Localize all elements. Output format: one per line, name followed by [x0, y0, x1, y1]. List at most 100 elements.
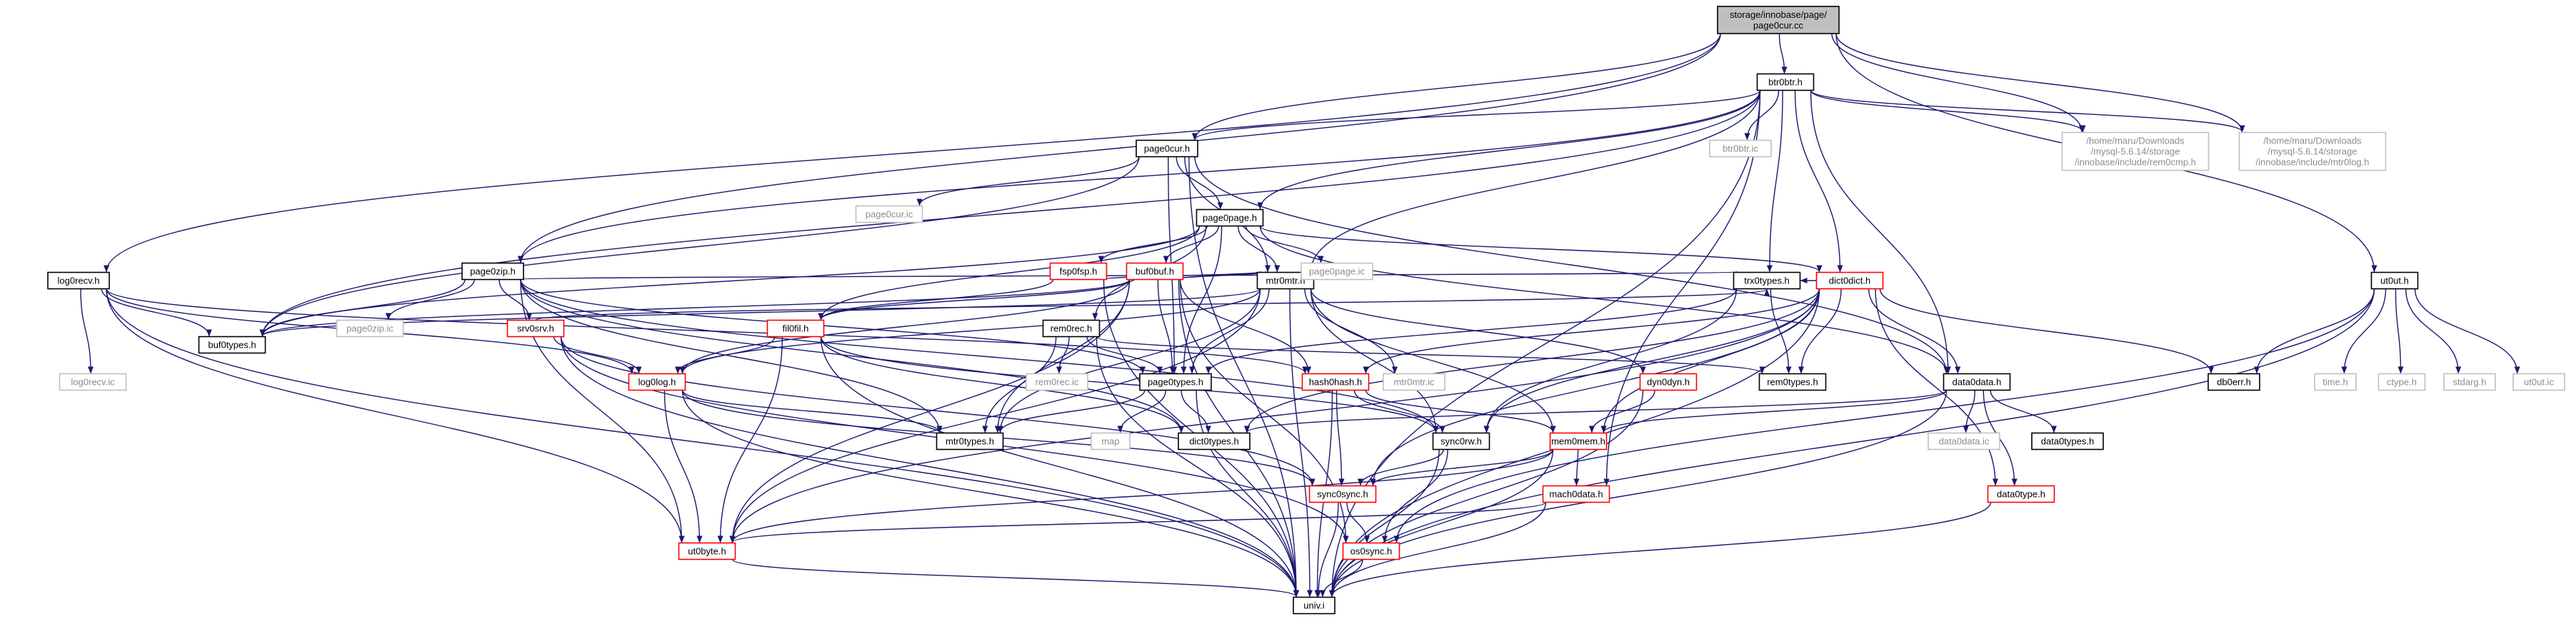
edge-data0type-h-to-univ-i: [1329, 502, 1992, 598]
edge-btr0btr-h-to-page0zip-h: [518, 90, 1761, 263]
node-box: [1756, 73, 1815, 91]
edge-mtr0mtr-h-to-buf0types-h: [259, 288, 1261, 337]
node-label: page0zip.ic: [346, 323, 394, 333]
node-box: [1709, 139, 1772, 158]
node-sync0sync-h[interactable]: sync0sync.h: [1308, 485, 1377, 503]
node-map[interactable]: map: [1091, 432, 1131, 451]
node-data0types-h[interactable]: data0types.h: [2031, 432, 2104, 451]
edge-page0zip-h-to-dict0types-h: [520, 279, 1184, 433]
node-page0cur-h[interactable]: page0cur.h: [1136, 139, 1198, 158]
node-rem0rec-ic[interactable]: rem0rec.ic: [1026, 373, 1088, 391]
node-page0page-ic[interactable]: page0page.ic: [1300, 262, 1373, 281]
edge-mem0mem-h-to-mach0data-h: [1573, 449, 1580, 486]
node-label: sync0rw.h: [1440, 436, 1482, 446]
node-univ-i[interactable]: univ.i: [1293, 596, 1335, 615]
edge-sync0sync-h-to-os0sync-h: [1346, 502, 1370, 543]
node-log0recv-ic[interactable]: log0recv.ic: [59, 373, 127, 391]
node-page0zip-ic[interactable]: page0zip.ic: [336, 319, 404, 338]
node-page0cur-ic[interactable]: page0cur.ic: [855, 205, 923, 223]
edge-rem0rec-h-to-rem0rec-ic: [1056, 336, 1070, 374]
node-label: page0cur.cc: [1753, 20, 1804, 31]
node-log0recv-h[interactable]: log0recv.h: [47, 271, 110, 290]
node-buf0buf-h[interactable]: buf0buf.h: [1126, 262, 1184, 281]
node-mtr0types-h[interactable]: mtr0types.h: [936, 432, 1004, 451]
node-os0sync-h[interactable]: os0sync.h: [1342, 542, 1400, 560]
node-mtr0log-h[interactable]: /home/maru/Downloads/mysql-5.6.14/storag…: [2238, 131, 2387, 171]
node-box: [1026, 373, 1088, 391]
node-label: /mysql-5.6.14/storage: [2090, 146, 2180, 156]
node-btr0btr-ic[interactable]: btr0btr.ic: [1709, 139, 1772, 158]
node-box: [1126, 262, 1184, 281]
edge-root-to-mtr0log-h: [1835, 33, 2245, 133]
node-rem0rec-h[interactable]: rem0rec.h: [1042, 319, 1101, 338]
node-label: /home/maru/Downloads: [2086, 135, 2185, 146]
node-fsp0fsp-h[interactable]: fsp0fsp.h: [1049, 262, 1108, 281]
node-data0data-h[interactable]: data0data.h: [1943, 373, 2011, 391]
node-box: [1196, 208, 1264, 227]
node-page0types-h[interactable]: page0types.h: [1139, 373, 1212, 391]
edge-page0types-h-to-dict0types-h: [1181, 390, 1211, 433]
node-root[interactable]: storage/innobase/page/page0cur.cc: [1717, 6, 1840, 34]
edge-os0sync-h-to-univ-i: [1320, 559, 1363, 598]
edge-page0page-h-to-page0types-h: [1181, 226, 1223, 374]
node-label: dyn0dyn.h: [1647, 376, 1690, 387]
node-dict0types-h[interactable]: dict0types.h: [1178, 432, 1251, 451]
edge-buf0buf-h-to-log0log-h: [679, 279, 1131, 374]
node-db0err-h[interactable]: db0err.h: [2207, 373, 2260, 391]
edge-sync0rw-h-to-os0sync-h: [1381, 449, 1448, 543]
node-srv0srv-h[interactable]: srv0srv.h: [506, 319, 565, 338]
node-log0log-h[interactable]: log0log.h: [628, 373, 686, 391]
node-box: [2207, 373, 2260, 391]
node-label: ctype.h: [2387, 376, 2417, 387]
node-label: stdarg.h: [2453, 376, 2487, 387]
node-trx0types-h[interactable]: trx0types.h: [1733, 271, 1801, 290]
node-ut0ut-ic[interactable]: ut0ut.ic: [2512, 373, 2565, 391]
node-label: btr0btr.h: [1768, 76, 1803, 87]
edge-mem0mem-h-to-univ-i: [1329, 449, 1554, 598]
node-dict0dict-h[interactable]: dict0dict.h: [1815, 271, 1884, 290]
node-box: [2061, 131, 2210, 171]
node-hash0hash-h[interactable]: hash0hash.h: [1301, 373, 1370, 391]
edge-buf0buf-h-to-hash0hash-h: [1179, 279, 1312, 374]
node-mem0mem-h[interactable]: mem0mem.h: [1549, 432, 1608, 451]
node-box: [1987, 485, 2055, 503]
edge-page0zip-h-to-page0types-h: [520, 279, 1146, 374]
node-rem0cmp-h[interactable]: /home/maru/Downloads/mysql-5.6.14/storag…: [2061, 131, 2210, 171]
node-label: storage/innobase/page/: [1730, 9, 1827, 20]
edge-srv0srv-h-to-sync0sync-h: [560, 336, 1315, 486]
node-data0data-ic[interactable]: data0data.ic: [1928, 432, 2000, 451]
node-ctype-h[interactable]: ctype.h: [2377, 373, 2426, 391]
node-btr0btr-h[interactable]: btr0btr.h: [1756, 73, 1815, 91]
node-page0page-h[interactable]: page0page.h: [1196, 208, 1264, 227]
node-label: data0types.h: [2041, 436, 2094, 446]
edge-dict0dict-h-to-ut0byte-h: [729, 288, 1820, 543]
node-time-h[interactable]: time.h: [2314, 373, 2357, 391]
node-fil0fil-h[interactable]: fil0fil.h: [766, 319, 825, 338]
node-mtr0mtr-h[interactable]: mtr0mtr.h: [1256, 271, 1315, 290]
node-ut0byte-h[interactable]: ut0byte.h: [678, 542, 736, 560]
node-page0zip-h[interactable]: page0zip.h: [461, 262, 524, 281]
edge-fil0fil-h-to-ut0byte-h: [717, 336, 783, 543]
node-stdarg-h[interactable]: stdarg.h: [2443, 373, 2496, 391]
edge-page0cur-h-to-page0cur-ic: [916, 156, 1140, 206]
node-box: [855, 205, 923, 223]
node-box: [1717, 6, 1840, 34]
edge-page0cur-h-to-univ-i: [1188, 156, 1299, 598]
node-ut0ut-h[interactable]: ut0ut.h: [2370, 271, 2419, 290]
edge-srv0srv-h-to-univ-i: [560, 336, 1299, 598]
node-data0type-h[interactable]: data0type.h: [1987, 485, 2055, 503]
node-sync0rw-h[interactable]: sync0rw.h: [1432, 432, 1490, 451]
node-box: [628, 373, 686, 391]
node-label: page0page.h: [1203, 212, 1257, 223]
node-dyn0dyn-h[interactable]: dyn0dyn.h: [1639, 373, 1698, 391]
node-label: fil0fil.h: [783, 323, 809, 333]
edges-layer: [80, 33, 2520, 598]
node-mach0data-h[interactable]: mach0data.h: [1542, 485, 1610, 503]
node-box: [1139, 373, 1212, 391]
node-box: [1301, 373, 1370, 391]
node-mtr0mtr-ic[interactable]: mtr0mtr.ic: [1383, 373, 1445, 391]
node-label: data0data.ic: [1939, 436, 1990, 446]
node-rem0types-h[interactable]: rem0types.h: [1758, 373, 1827, 391]
node-label: srv0srv.h: [517, 323, 554, 333]
node-buf0types-h[interactable]: buf0types.h: [198, 336, 266, 354]
